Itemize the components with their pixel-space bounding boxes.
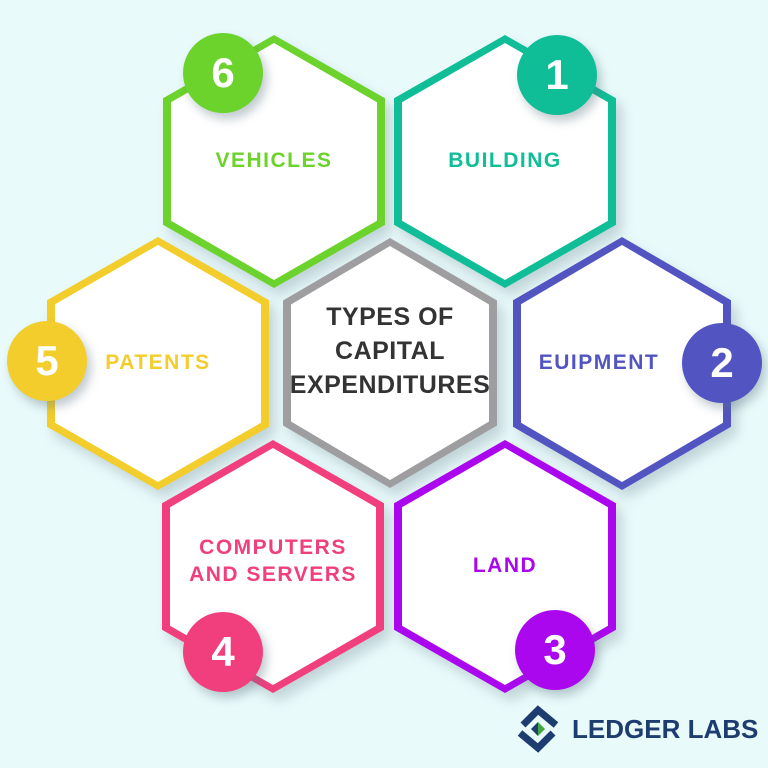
hexagon-building-label: BUILDING (448, 149, 562, 173)
hexagon-patents-label: PATENTS (105, 351, 211, 375)
hexagon-euipment: EUIPMENT (513, 237, 731, 490)
ledger-labs-logo: LEDGER LABS (514, 701, 758, 757)
hexagon-land: LAND (394, 440, 616, 693)
number-badge-5: 5 (7, 321, 87, 401)
ledger-labs-logo-text: LEDGER LABS (572, 713, 759, 744)
center-title: TYPES OF CAPITAL EXPENDITURES (289, 303, 491, 399)
number-badge-4: 4 (183, 612, 263, 692)
hexagon-vehicles-label: VEHICLES (215, 149, 333, 173)
hexagon-computers-label: COMPUTERS AND SERVERS (189, 536, 357, 586)
hexagon-euipment-label: EUIPMENT (538, 351, 660, 375)
hexagon-patents: PATENTS (47, 237, 269, 490)
number-badge-6: 6 (183, 33, 263, 113)
hexagon-center: TYPES OF CAPITAL EXPENDITURES (283, 238, 497, 488)
number-badge-1: 1 (517, 35, 597, 115)
hexagon-center-fill (291, 246, 489, 480)
hexagon-land-label: LAND (472, 554, 538, 578)
ledger-labs-diamond-icon (514, 705, 562, 753)
number-badge-3: 3 (515, 610, 595, 690)
number-badge-2: 2 (682, 323, 762, 403)
